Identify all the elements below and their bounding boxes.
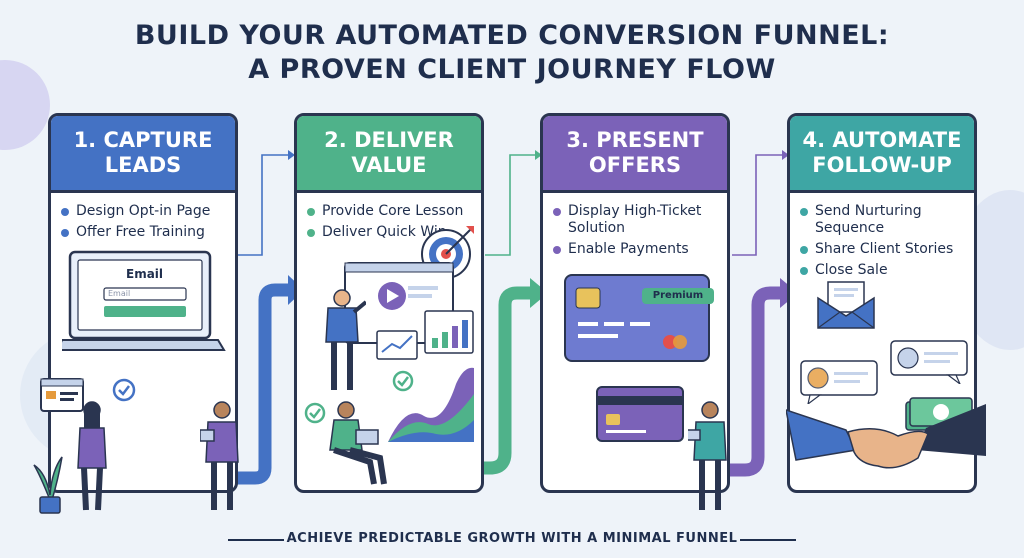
plant-icon bbox=[33, 456, 63, 514]
bullet-item: Send Nurturing Sequence bbox=[800, 203, 966, 237]
footer-tagline: ACHIEVE PREDICTABLE GROWTH WITH A MINIMA… bbox=[286, 531, 738, 546]
checkmark-icon bbox=[392, 370, 414, 392]
optin-email-field[interactable]: Email bbox=[108, 289, 131, 298]
bullet-item: Close Sale bbox=[800, 262, 966, 279]
step-3-heading: 3. PRESENT OFFERS bbox=[543, 116, 727, 193]
thin-arrow-2-head bbox=[535, 150, 542, 160]
person-woman-icon bbox=[77, 401, 107, 511]
bullet-item: Share Client Stories bbox=[800, 241, 966, 258]
step-4-heading: 4. AUTOMATE FOLLOW-UP bbox=[790, 116, 974, 193]
footer-rule-left bbox=[228, 539, 284, 541]
person-seated-laptop-icon bbox=[329, 401, 387, 485]
flow-arrow-purple bbox=[640, 286, 782, 477]
thin-arrow-3 bbox=[732, 154, 782, 256]
step-card-2: 2. DELIVER VALUE Provide Core Lesson Del… bbox=[294, 113, 484, 493]
bar-chart-icon bbox=[424, 310, 474, 354]
thin-arrow-3-head bbox=[782, 150, 789, 160]
page-title-line2: A PROVEN CLIENT JOURNEY FLOW bbox=[248, 54, 776, 85]
person-man-tablet-icon bbox=[200, 401, 239, 510]
laptop-icon bbox=[62, 250, 226, 351]
bullet-item: Deliver Quick Win bbox=[307, 224, 473, 241]
checkmark-icon bbox=[112, 378, 136, 402]
thin-arrow-1 bbox=[238, 154, 288, 256]
bullet-item: Provide Core Lesson bbox=[307, 203, 473, 220]
flow-arrow-green-head bbox=[530, 278, 548, 308]
step-2-heading: 2. DELIVER VALUE bbox=[297, 116, 481, 193]
step-1-heading: 1. CAPTURE LEADS bbox=[51, 116, 235, 193]
line-chart-icon bbox=[376, 330, 418, 360]
footer-rule-right bbox=[740, 539, 796, 541]
envelope-icon bbox=[817, 281, 875, 329]
bullet-item: Display High-Ticket Solution bbox=[553, 203, 719, 237]
step-4-bullets: Send Nurturing Sequence Share Client Sto… bbox=[790, 203, 974, 279]
chat-bubble-icon bbox=[800, 360, 878, 404]
flow-arrow-green bbox=[400, 286, 532, 475]
target-icon bbox=[421, 226, 474, 279]
area-chart-icon bbox=[388, 367, 474, 442]
bullet-item: Enable Payments bbox=[553, 241, 719, 258]
person-man-payment-icon bbox=[688, 401, 727, 510]
person-presenter-icon bbox=[325, 289, 366, 390]
credit-card-small-icon bbox=[596, 386, 684, 442]
step-1-bullets: Design Opt-in Page Offer Free Training bbox=[51, 203, 235, 241]
thin-arrow-1-head bbox=[288, 150, 295, 160]
optin-email-label: Email bbox=[126, 267, 164, 281]
step-2-bullets: Provide Core Lesson Deliver Quick Win bbox=[297, 203, 481, 241]
bullet-item: Design Opt-in Page bbox=[61, 203, 227, 220]
premium-badge: Premium bbox=[642, 288, 714, 304]
browser-window-icon bbox=[40, 378, 84, 412]
chat-bubble-icon bbox=[890, 340, 968, 384]
page-title-line1: BUILD YOUR AUTOMATED CONVERSION FUNNEL: bbox=[134, 20, 890, 51]
step-3-bullets: Display High-Ticket Solution Enable Paym… bbox=[543, 203, 727, 258]
thin-arrow-2 bbox=[485, 154, 535, 256]
checkmark-icon bbox=[304, 402, 326, 424]
handshake-icon bbox=[786, 404, 986, 469]
bullet-item: Offer Free Training bbox=[61, 224, 227, 241]
